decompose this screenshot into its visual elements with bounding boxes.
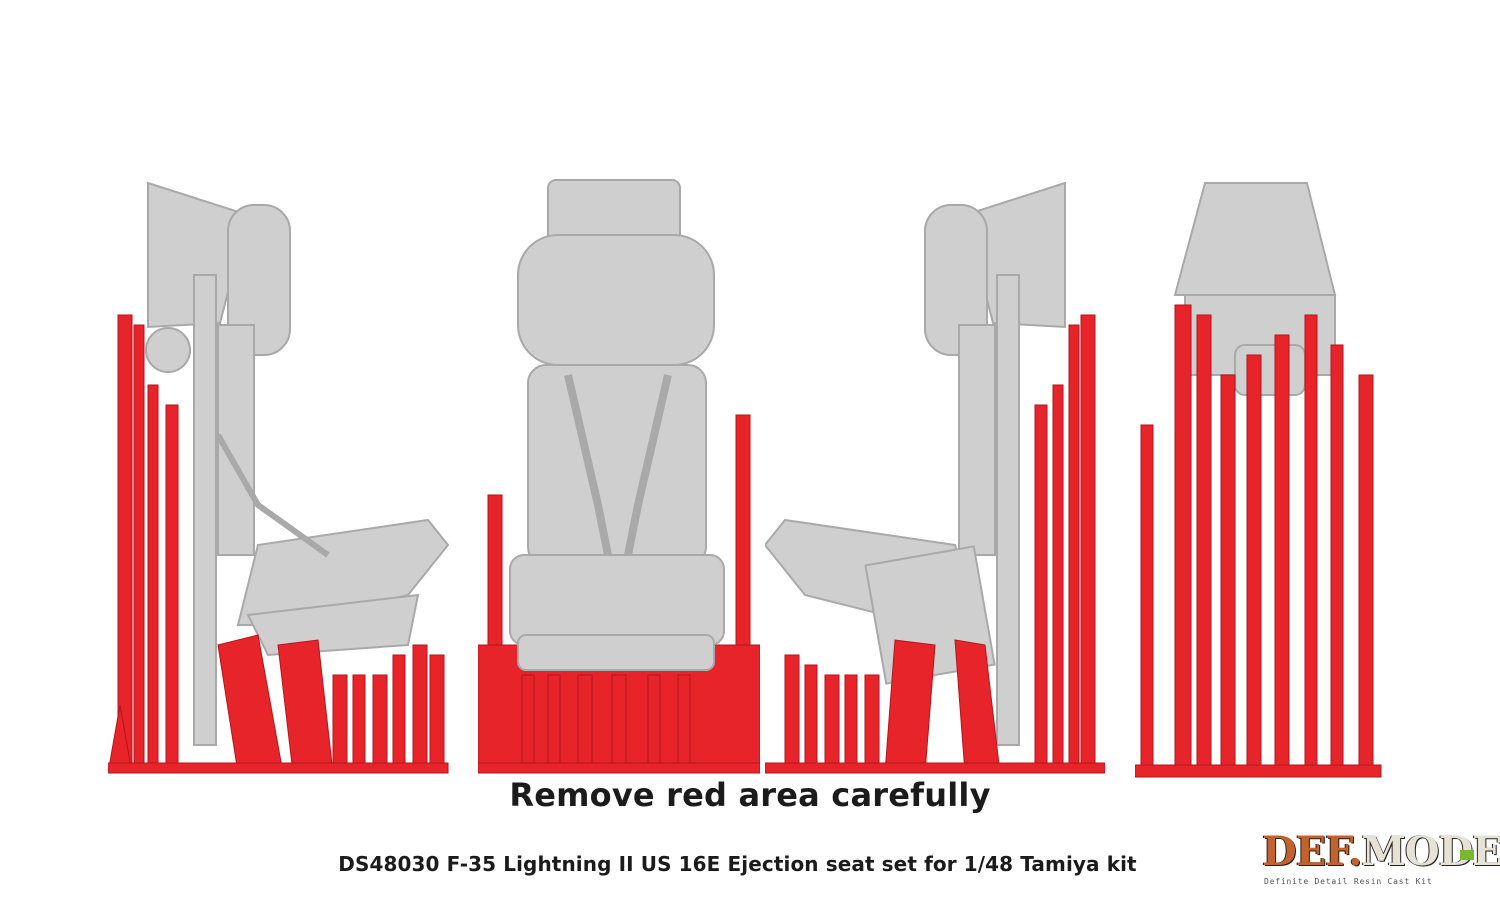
seat-body-front [509, 179, 725, 671]
defmodel-logo: DEF.MODEL Definite Detail Resin Cast Kit [1262, 828, 1500, 892]
logo-tagline: Definite Detail Resin Cast Kit [1264, 877, 1433, 886]
instruction-caption: Remove red area carefully [509, 776, 991, 814]
seat-body-left [145, 181, 450, 746]
logo-green-box-icon [1460, 850, 1474, 860]
support-structure-front [478, 674, 760, 774]
logo-wordmark-part1: DEF. [1262, 828, 1362, 875]
support-structure-rear [1135, 304, 1382, 778]
support-structure-right [765, 314, 1105, 774]
seat-left-profile-view [108, 175, 453, 775]
logo-wordmark: DEF.MODEL [1262, 828, 1500, 876]
seat-front-view [478, 175, 760, 775]
seat-right-profile-view [765, 175, 1105, 775]
support-structure-left [108, 314, 449, 774]
logo-wordmark-part2: MODEL [1361, 828, 1500, 875]
product-title-caption: DS48030 F-35 Lightning II US 16E Ejectio… [338, 852, 1137, 876]
seat-rear-view [1135, 175, 1385, 780]
